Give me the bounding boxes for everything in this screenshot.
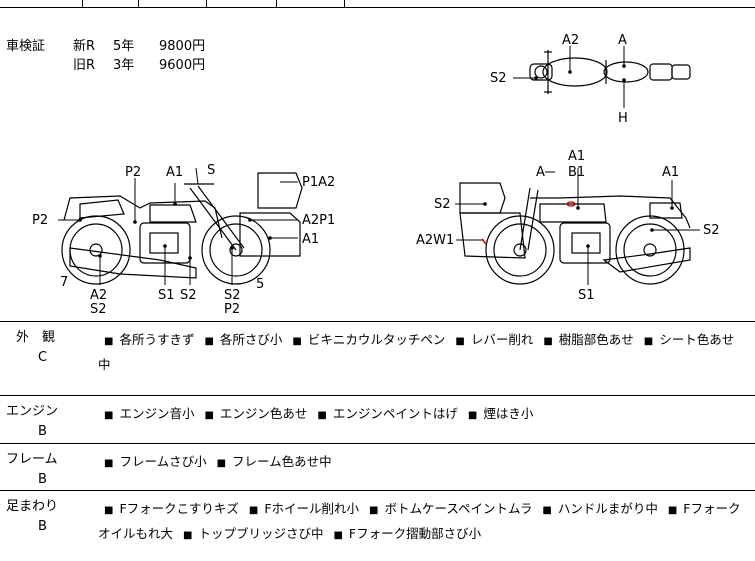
section-exterior: 外 観 C ■各所うすきず ■各所さび小 ■ビキニカウルタッチペン ■レバー削れ… <box>0 322 755 396</box>
section-engine: エンジン B ■エンジン音小 ■エンジン色あせ ■エンジンペイントはげ ■煙はき… <box>0 396 755 444</box>
diagram-label: S2 <box>180 288 197 303</box>
section-category: フレーム B <box>6 450 80 490</box>
damage-mark-red <box>566 201 576 207</box>
diagram-labels: A2 A S2 H P2 A1 S P1A2 P2 A2P1 A1 7 A2 S… <box>32 33 720 317</box>
diagram-label: A <box>536 165 545 180</box>
diagram-label: S1 <box>158 288 175 303</box>
damage-item: Fフォークこすりキズ <box>119 501 239 516</box>
diagram-label: S1 <box>578 288 595 303</box>
damage-items: ■エンジン音小 ■エンジン色あせ ■エンジンペイントはげ ■煙はき小 <box>104 406 534 421</box>
category-name: フレーム <box>6 452 58 467</box>
diagram-label: P1A2 <box>302 175 335 190</box>
damage-item: トップブリッジさび中 <box>198 526 324 541</box>
diagram-label: S2 <box>224 288 241 303</box>
inspection-years: 5年 <box>113 39 135 54</box>
diagram-label: A1 <box>166 165 183 180</box>
diagram-label: S2 <box>434 197 451 212</box>
category-grade: B <box>38 472 47 487</box>
inspection-row-new: 新R 5年 9800円 <box>73 37 205 56</box>
damage-item: 各所うすきず <box>119 332 195 347</box>
damage-diagram-panel: 車検証 新R 5年 9800円 旧R 3年 9600円 <box>0 8 755 322</box>
damage-item: ビキニカウルタッチペン <box>307 332 446 347</box>
inspection-years: 3年 <box>113 58 135 73</box>
section-category: 足まわり B <box>6 497 80 537</box>
damage-item: エンジンペイントはげ <box>332 406 458 421</box>
section-suspension: 足まわり B ■Fフォークこすりキズ ■Fホイール削れ小 ■ボトムケースペイント… <box>0 491 755 561</box>
inspection-genre: 旧R <box>73 58 96 73</box>
damage-items: ■Fフォークこすりキズ ■Fホイール削れ小 ■ボトムケースペイントムラ ■ハンド… <box>98 501 741 541</box>
diagram-label: S <box>207 163 215 178</box>
damage-item: レバー削れ <box>470 332 534 347</box>
column-divider <box>82 0 83 7</box>
damage-item: シート色あせ中 <box>98 332 735 372</box>
top-view-motorcycle <box>529 50 691 94</box>
damage-item: エンジン色あせ <box>219 406 308 421</box>
diagram-label: P2 <box>224 302 240 317</box>
right-side-motorcycle <box>459 182 691 285</box>
damage-item: 煙はき小 <box>483 406 534 421</box>
inspection-price: 9600円 <box>159 58 206 73</box>
diagram-label: P2 <box>32 213 48 228</box>
section-category: 外 観 C <box>6 328 80 368</box>
diagram-label: S2 <box>703 223 720 238</box>
top-table-edge <box>0 0 755 8</box>
damage-item: 樹脂部色あせ <box>558 332 634 347</box>
diagram-label: S2 <box>490 71 507 86</box>
category-name: 足まわり <box>6 499 59 514</box>
category-grade: B <box>38 424 47 439</box>
section-frame: フレーム B ■フレームさび小 ■フレーム色あせ中 <box>0 444 755 491</box>
damage-item: 各所さび小 <box>219 332 283 347</box>
motorcycle-diagram: A2 A S2 H P2 A1 S P1A2 P2 A2P1 A1 7 A2 S… <box>32 33 720 317</box>
diagram-label: P2 <box>125 165 141 180</box>
diagram-label: B1 <box>568 165 585 180</box>
damage-item: Fホイール削れ小 <box>264 501 360 516</box>
inspection-label: 車検証 <box>6 39 46 54</box>
diagram-label: S2 <box>90 302 107 317</box>
inspection-genre: 新R <box>73 39 96 54</box>
damage-items: ■各所うすきず ■各所さび小 ■ビキニカウルタッチペン ■レバー削れ ■樹脂部色… <box>98 332 735 372</box>
diagram-label: 5 <box>256 277 264 292</box>
inspection-price: 9800円 <box>159 39 206 54</box>
column-divider <box>344 0 345 7</box>
diagram-label: A2 <box>90 288 107 303</box>
diagram-label: A2 <box>562 33 579 48</box>
inspection-row-old: 旧R 3年 9600円 <box>73 56 205 75</box>
diagram-label: A1 <box>302 232 319 247</box>
category-name: エンジン <box>6 404 59 419</box>
diagram-label: H <box>618 111 628 126</box>
column-divider <box>206 0 207 7</box>
category-name: 外 観 <box>16 330 56 345</box>
damage-item: ハンドルまがり中 <box>557 501 658 516</box>
section-category: エンジン B <box>6 402 80 442</box>
damage-item: Fフォークオイルもれ大 <box>98 501 741 541</box>
damage-item: フレーム色あせ中 <box>232 454 332 469</box>
column-divider <box>138 0 139 7</box>
damage-item: ボトムケースペイントムラ <box>384 501 533 516</box>
damage-mark-red <box>481 238 487 245</box>
damage-item: フレームさび小 <box>119 454 207 469</box>
diagram-label: A1 <box>662 165 679 180</box>
damage-item: エンジン音小 <box>119 406 195 421</box>
diagram-label: A2W1 <box>416 233 454 248</box>
column-divider <box>276 0 277 7</box>
diagram-label: A <box>618 33 627 48</box>
damage-item: Fフォーク摺動部さび小 <box>348 526 482 541</box>
label-leader-lines <box>58 46 700 285</box>
damage-items: ■フレームさび小 ■フレーム色あせ中 <box>104 454 332 469</box>
category-grade: B <box>38 519 47 534</box>
left-side-motorcycle <box>61 172 303 285</box>
diagram-label: A1 <box>568 149 585 164</box>
damage-point-markers <box>78 64 674 260</box>
diagram-label: A2P1 <box>302 213 335 228</box>
category-grade: C <box>38 350 48 365</box>
diagram-label: 7 <box>60 275 68 290</box>
